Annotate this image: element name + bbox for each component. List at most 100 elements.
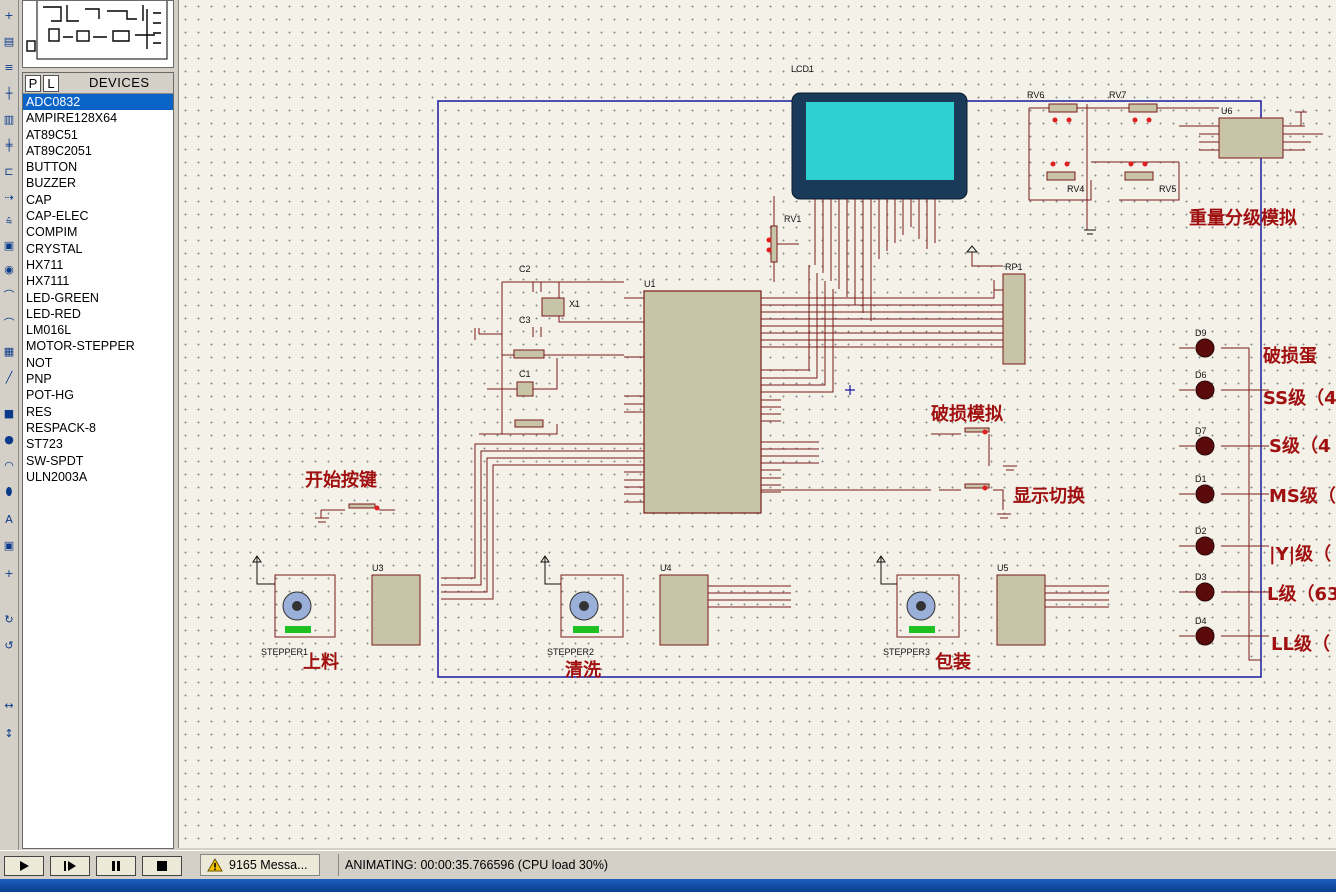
device-item[interactable]: LM016L [26, 323, 72, 338]
component-mode-icon[interactable]: ▤ [3, 35, 15, 48]
selection-mode-icon[interactable]: + [4, 9, 14, 22]
c1-ref-label: C1 [519, 369, 531, 379]
display-switch-label: 显示切换 [1013, 485, 1086, 507]
device-item[interactable]: AT89C51 [26, 127, 78, 142]
c3-ref-label: C3 [519, 315, 531, 325]
device-item[interactable]: ADC0832 [23, 94, 173, 111]
mcu-chip[interactable]: U1 [624, 279, 781, 514]
rv7-ref-label: RV7 [1109, 90, 1126, 100]
d1-ref-label: D1 [1195, 474, 1207, 484]
wire-label-icon[interactable]: ┼ [5, 87, 13, 100]
stepper-group-1[interactable]: U3 STEPPER1 [252, 555, 421, 657]
adc-chip[interactable]: U6 [1199, 106, 1323, 159]
current-probe-icon[interactable]: ⌒ [3, 317, 15, 330]
path-icon[interactable]: ⬮ [5, 485, 13, 498]
push-buttons[interactable] [315, 427, 1017, 523]
device-item[interactable]: COMPIM [26, 225, 78, 240]
rp1-ref-label: RP1 [1005, 262, 1023, 272]
line-icon[interactable]: ╱ [5, 371, 13, 384]
device-item[interactable]: RESPACK-8 [26, 420, 96, 435]
led-bus [1179, 347, 1269, 661]
device-item[interactable]: NOT [26, 355, 53, 370]
device-item[interactable]: POT-HG [26, 388, 74, 403]
box-icon[interactable]: ■ [3, 407, 15, 420]
stepper-group-3[interactable]: U5 STEPPER3 [876, 555, 1109, 657]
device-item[interactable]: SW-SPDT [26, 453, 84, 468]
u3-ref-label: U3 [372, 563, 384, 573]
pick-devices-button[interactable]: P [25, 75, 41, 92]
cursor-marker [845, 385, 855, 395]
taskbar [0, 879, 1336, 892]
device-item[interactable]: RES [26, 404, 52, 419]
feed-label: 上料 [303, 651, 339, 673]
status-bar: 9165 Messa... ANIMATING: 00:00:35.766596… [0, 850, 1336, 879]
device-item[interactable]: AT89C2051 [26, 143, 92, 158]
rotate-ccw-icon[interactable]: ↺ [4, 639, 14, 652]
device-item[interactable]: PNP [26, 372, 52, 387]
device-item[interactable]: ST723 [26, 437, 63, 452]
junction-dot-icon[interactable]: ≡ [4, 61, 14, 74]
overview-window[interactable] [22, 0, 174, 68]
text-icon[interactable]: A [5, 513, 13, 526]
device-item[interactable]: HX711 [26, 257, 64, 272]
play-button[interactable] [4, 856, 44, 876]
stepper2-ref-label: STEPPER2 [547, 647, 594, 657]
messages-count: 9165 Messa... [229, 858, 308, 872]
bus-icon[interactable]: ╪ [5, 139, 13, 152]
symbol-icon[interactable]: ▣ [3, 539, 15, 552]
u4-ref-label: U4 [660, 563, 672, 573]
generator-icon[interactable]: ◉ [4, 263, 14, 276]
pack-label: 包装 [935, 651, 971, 673]
device-item[interactable]: CRYSTAL [26, 241, 83, 256]
play-icon [20, 861, 29, 871]
rotate-icon[interactable]: ↻ [4, 613, 14, 626]
step-button[interactable] [50, 856, 90, 876]
device-item[interactable]: MOTOR-STEPPER [26, 339, 135, 354]
device-item[interactable]: BUZZER [26, 176, 76, 191]
tape-recorder-icon[interactable]: ▣ [3, 239, 15, 252]
stop-button[interactable] [142, 856, 182, 876]
devices-title: DEVICES [89, 75, 150, 90]
subcircuit-icon[interactable]: ⊏ [4, 165, 14, 178]
device-item[interactable]: HX7111 [26, 274, 70, 289]
voltage-probe-icon[interactable]: ⌒ [3, 289, 15, 302]
mirror-v-icon[interactable]: ↕ [4, 727, 14, 740]
arc-icon[interactable]: ◠ [4, 459, 14, 472]
weight-sim-label: 重量分级模拟 [1189, 207, 1297, 229]
device-item[interactable]: LED-RED [26, 306, 81, 321]
lcd-bus-wires [781, 265, 1003, 393]
device-item[interactable]: BUTTON [26, 160, 78, 175]
terminals-icon[interactable]: ⇢ [4, 191, 14, 204]
d9-ref-label: D9 [1195, 328, 1207, 338]
text-script-icon[interactable]: ▥ [3, 113, 15, 126]
marker-icon[interactable]: + [4, 567, 14, 580]
device-item[interactable]: ULN2003A [26, 469, 88, 484]
circle-icon[interactable]: ● [4, 433, 14, 446]
step-icon [64, 861, 76, 871]
lcd-module[interactable]: LCD1 [791, 64, 968, 321]
adc-ref-label: U6 [1221, 106, 1233, 116]
device-item[interactable]: CAP [26, 192, 52, 207]
device-item[interactable]: AMPIRE128X64 [26, 111, 118, 126]
rv1-potentiometer[interactable]: RV1 [766, 196, 802, 282]
mirror-h-icon[interactable]: ↔ [4, 699, 14, 712]
schematic-canvas[interactable]: LCD1 U1 RP1 [178, 0, 1336, 848]
pause-button[interactable] [96, 856, 136, 876]
resistor-pack[interactable]: RP1 [965, 245, 1026, 365]
animation-status-text: ANIMATING: 00:00:35.766596 (CPU load 30%… [345, 858, 609, 872]
driver-wires [441, 441, 931, 600]
stepper-group-2[interactable]: U4 STEPPER2 [540, 555, 791, 657]
device-item[interactable]: LED-GREEN [26, 290, 99, 305]
rv4-ref-label: RV4 [1067, 184, 1084, 194]
lcd-ref-label: LCD1 [791, 64, 814, 74]
virtual-instrument-icon[interactable]: ▦ [3, 345, 15, 358]
stepper3-ref-label: STEPPER3 [883, 647, 930, 657]
messages-box[interactable]: 9165 Messa... [200, 854, 320, 876]
pause-icon [112, 861, 120, 871]
device-item[interactable]: CAP-ELEC [26, 209, 89, 224]
graph-icon[interactable]: ⩯ [5, 215, 13, 228]
wash-label: 清洗 [565, 659, 601, 681]
library-manager-button[interactable]: L [43, 75, 59, 92]
